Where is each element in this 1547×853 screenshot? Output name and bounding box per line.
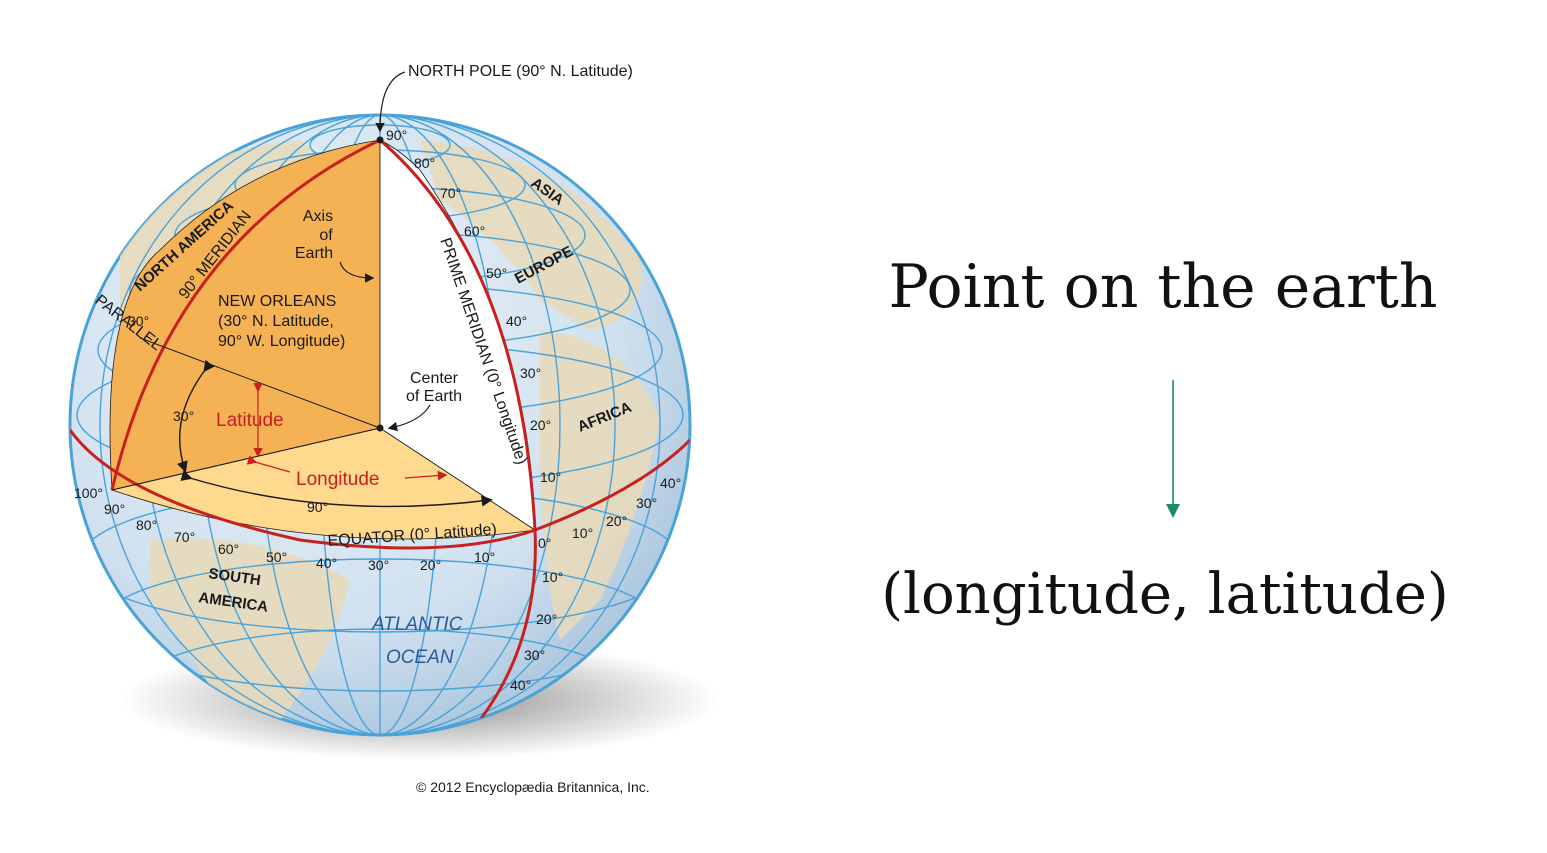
equator-lon-tick: 30° <box>368 557 389 573</box>
land-africa <box>540 330 660 640</box>
equator-lon-tick: 40° <box>316 555 337 571</box>
meridian-lat-tick: 60° <box>464 223 485 239</box>
north-pole-label: NORTH POLE (90° N. Latitude) <box>408 63 633 80</box>
meridian-lat-tick: 90° <box>386 127 407 143</box>
slide-result: (longitude, latitude) <box>881 562 1449 627</box>
longitude-arc <box>180 470 493 508</box>
meridian-lat-tick: 80° <box>414 155 435 171</box>
north-pole-dot <box>376 136 384 144</box>
longitude-label: Longitude <box>296 469 379 490</box>
equator-lon-tick: 80° <box>136 517 157 533</box>
parallel-30-deg: 30° <box>128 313 149 329</box>
arrow-down-icon <box>1166 380 1180 518</box>
meridian-lat-tick: 70° <box>440 185 461 201</box>
lon-90-label: 90° <box>307 499 328 515</box>
equator-longitude-ticks-west: 100° 90° 80° 70° 60° 50° 40° 30° 20° 10° <box>74 485 495 573</box>
lat-30-label: 30° <box>173 408 194 424</box>
south-lat-tick: 10° <box>542 569 563 585</box>
longitude-label-pointer <box>246 455 291 473</box>
equator-lon-tick: 60° <box>218 541 239 557</box>
globe-diagram: NORTH POLE (90° N. Latitude) Axis of Ear… <box>68 63 720 795</box>
meridian-lat-tick: 10° <box>540 469 561 485</box>
slide-title: Point on the earth <box>888 252 1438 322</box>
prime-meridian-line <box>379 138 537 721</box>
equator-longitude-ticks-east: 0° 10° 20° 30° 40° <box>538 475 681 551</box>
equator-lon-tick: 0° <box>538 535 551 551</box>
equator-lon-tick: 40° <box>660 475 681 491</box>
meridian-90-line <box>110 138 381 491</box>
equator-lon-tick: 20° <box>420 557 441 573</box>
meridian-lat-tick: 20° <box>530 417 551 433</box>
axis-label-2: of <box>319 227 333 244</box>
equator-line <box>70 429 690 550</box>
ocean-label: OCEAN <box>386 647 454 668</box>
equator-lon-tick: 10° <box>474 549 495 565</box>
center-dot <box>376 424 384 432</box>
south-lat-tick: 30° <box>524 647 545 663</box>
equator-lon-tick: 50° <box>266 549 287 565</box>
center-pointer <box>387 404 431 432</box>
south-lat-tick: 20° <box>536 611 557 627</box>
latitude-label: Latitude <box>216 410 284 431</box>
meridian-lat-tick: 50° <box>486 265 507 281</box>
radius-to-equator <box>111 427 381 491</box>
equator-lon-tick: 100° <box>74 485 103 501</box>
latitude-arc <box>176 359 215 473</box>
new-orleans-line3: 90° W. Longitude) <box>218 333 345 350</box>
copyright-label: © 2012 Encyclopædia Britannica, Inc. <box>416 779 650 795</box>
equator-lon-tick: 30° <box>636 495 657 511</box>
new-orleans-line2: (30° N. Latitude, <box>218 313 334 330</box>
longitude-label-pointer-right <box>404 470 448 481</box>
equator-lon-tick: 20° <box>606 513 627 529</box>
equator-lon-tick: 90° <box>104 501 125 517</box>
axis-label-1: Axis <box>303 208 333 225</box>
land-south-america <box>150 538 350 720</box>
center-label-2: of Earth <box>406 388 462 405</box>
atlantic-label: ATLANTIC <box>371 614 463 635</box>
equator-lon-tick: 10° <box>572 525 593 541</box>
meridian-lat-tick: 40° <box>506 313 527 329</box>
north-pole-pointer <box>375 71 406 133</box>
axis-pointer <box>339 261 375 283</box>
land-europe-asia <box>420 140 642 330</box>
equator-lon-tick: 70° <box>174 529 195 545</box>
center-label-1: Center <box>410 370 459 387</box>
meridian-latitude-ticks: 90° 80° 70° 60° 50° 40° 30° 20° 10° <box>386 127 561 485</box>
meridian-lat-tick: 30° <box>520 365 541 381</box>
new-orleans-line1: NEW ORLEANS <box>218 293 336 310</box>
south-latitude-ticks: 10° 20° 30° 40° <box>510 569 563 693</box>
south-lat-tick: 40° <box>510 677 531 693</box>
axis-label-3: Earth <box>295 245 333 262</box>
